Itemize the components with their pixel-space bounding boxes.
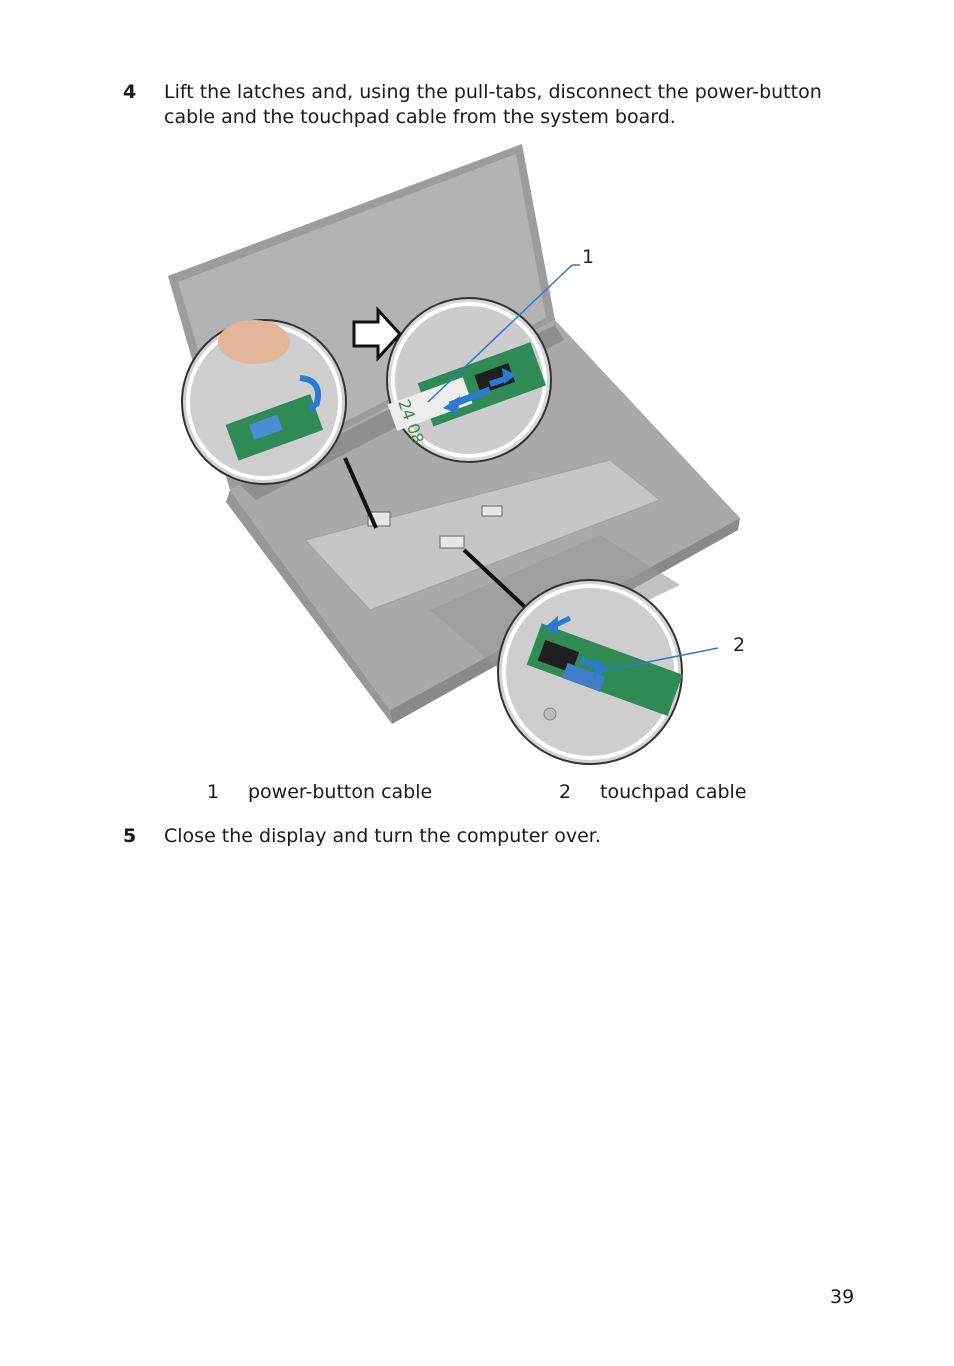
legend-1-label: power-button cable: [248, 781, 433, 803]
legend-2-number: 2: [559, 781, 572, 803]
step-number: 4: [123, 81, 137, 103]
callout-1: 1: [582, 246, 595, 268]
step-number: 5: [123, 825, 137, 847]
laptop-illustration: 24 08 1 2: [160, 140, 760, 765]
callout-2: 2: [733, 634, 746, 656]
step-text: Close the display and turn the computer …: [164, 825, 601, 847]
step-text: Lift the latches and, using the pull-tab…: [164, 81, 822, 128]
legend-2-label: touchpad cable: [600, 781, 747, 803]
page-number: 39: [830, 1286, 855, 1308]
legend-1-number: 1: [207, 781, 220, 803]
